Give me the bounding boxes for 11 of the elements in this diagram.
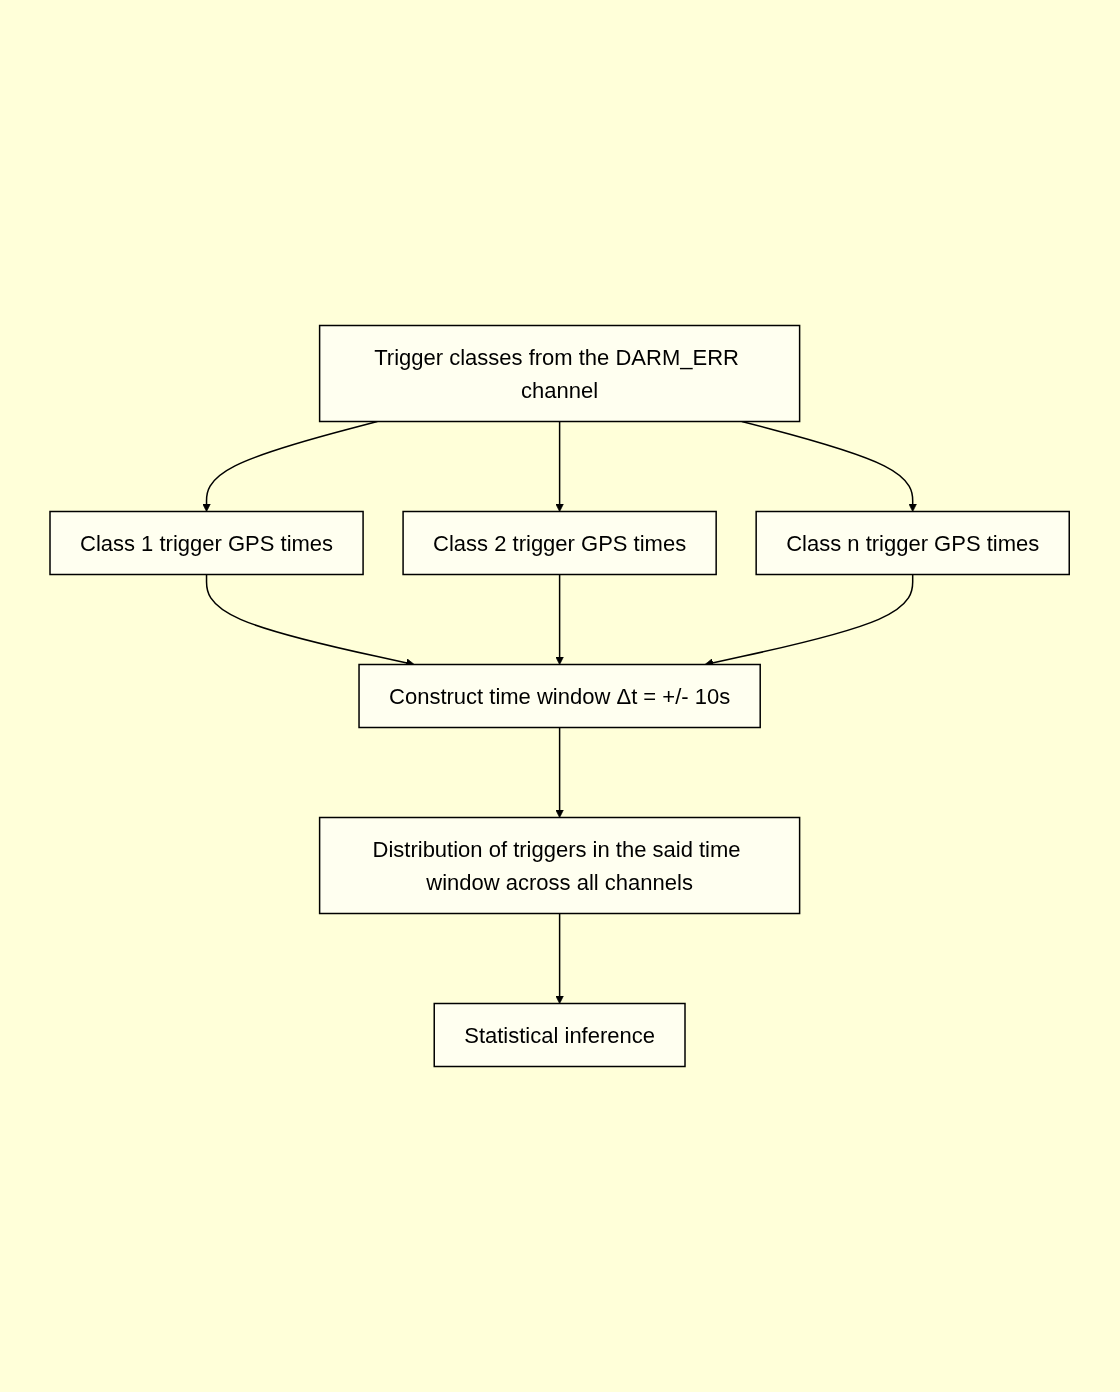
arrow [555, 573, 565, 665]
node-box: Class n trigger GPS times [755, 510, 1071, 576]
node-box: Distribution of triggers in the said time window across all channels [319, 816, 801, 915]
node-box: Class 1 trigger GPS times [49, 510, 365, 576]
node-box: Class 2 trigger GPS times [402, 510, 718, 576]
arrow [555, 726, 565, 818]
arrow [555, 420, 565, 512]
arrow [555, 912, 565, 1004]
node-box: Construct time window Δt = +/- 10s [358, 663, 762, 729]
node-box: Trigger classes from the DARM_ERR channel [319, 324, 801, 423]
node-box: Statistical inference [433, 1002, 687, 1068]
